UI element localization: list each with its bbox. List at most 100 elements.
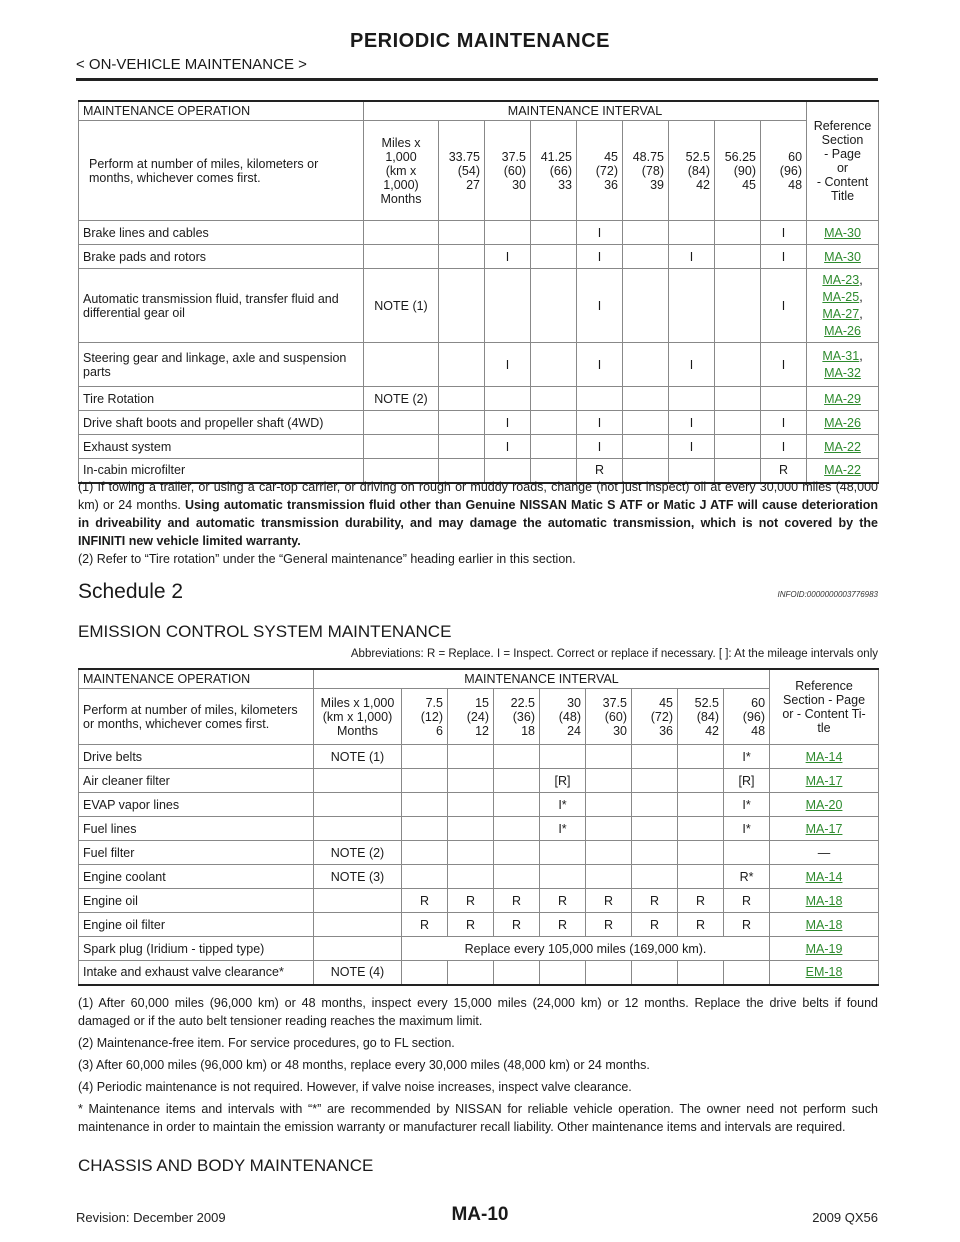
reference-link[interactable]: MA-18	[805, 917, 843, 932]
footer-revision: Revision: December 2009	[76, 1210, 226, 1225]
interval-cell: R	[401, 912, 448, 937]
subsection-heading: EMISSION CONTROL SYSTEM MAINTENANCE	[78, 622, 452, 641]
reference-link[interactable]: MA-30	[824, 249, 861, 264]
section-heading: Schedule 2	[78, 580, 184, 603]
table-row: Fuel lines I* I* MA-17	[78, 816, 880, 841]
interval-cell: R	[576, 458, 623, 484]
interval-cell: I	[759, 220, 808, 245]
table-row: Drive shaft boots and propeller shaft (4…	[78, 410, 880, 435]
emission-table: MAINTENANCE OPERATION MAINTENANCE INTERV…	[78, 668, 880, 986]
interval-cell: R	[493, 912, 540, 937]
table-row: Fuel filter NOTE (2) —	[78, 840, 880, 865]
note-1: (1) If towing a trailer, or using a car-…	[78, 480, 878, 548]
table-row: Spark plug (Iridium - tipped type) Repla…	[78, 936, 880, 961]
interval-cell: [R]	[539, 768, 586, 793]
reference-link[interactable]: MA-14	[805, 749, 843, 764]
table-row: Engine coolant NOTE (3) R* MA-14	[78, 864, 880, 889]
item-label: Engine oil	[78, 888, 314, 913]
item-label: Fuel lines	[78, 816, 314, 841]
reference-link[interactable]: MA-30	[824, 225, 861, 240]
interval-cell: I	[668, 244, 715, 269]
interval-cell: I	[759, 244, 808, 269]
table-row: Engine oil R R R R R R R R MA-18	[78, 888, 880, 913]
note-4: (4) Periodic maintenance is not required…	[78, 1080, 632, 1094]
table-row: Brake lines and cables I I MA-30	[78, 220, 880, 245]
interval-cell: R	[493, 888, 540, 913]
reference-link[interactable]: MA-25	[822, 289, 860, 304]
item-label: Engine coolant	[78, 864, 314, 889]
note-cell: NOTE (1)	[313, 744, 402, 769]
interval-cell: R	[631, 888, 678, 913]
interval-header: 52.5 (84) 42	[668, 120, 715, 221]
reference-link[interactable]: MA-18	[805, 893, 843, 908]
reference-link[interactable]: MA-14	[805, 869, 843, 884]
note-cell: NOTE (4)	[313, 960, 402, 986]
table-row: Engine oil filter R R R R R R R R MA-18	[78, 912, 880, 937]
interval-cell: R	[447, 912, 494, 937]
reference-link[interactable]: MA-19	[805, 941, 843, 956]
reference-link[interactable]: MA-20	[805, 797, 843, 812]
maintenance-operation-header: MAINTENANCE OPERATION	[78, 668, 314, 689]
reference-link[interactable]: MA-27	[822, 306, 860, 321]
interval-header: 37.5 (60) 30	[585, 688, 632, 745]
item-label: Steering gear and linkage, axle and susp…	[78, 342, 364, 387]
note-cell	[363, 220, 439, 245]
interval-header: 7.5 (12) 6	[401, 688, 448, 745]
interval-cell: I*	[722, 744, 771, 769]
note-2: (2) Maintenance-free item. For service p…	[78, 1036, 455, 1050]
interval-cell: R	[539, 912, 586, 937]
interval-cell: I	[576, 268, 623, 343]
reference-link[interactable]: MA-22	[824, 439, 861, 454]
maintenance-interval-header: MAINTENANCE INTERVAL	[312, 668, 771, 689]
interval-header: 15 (24) 12	[447, 688, 494, 745]
perform-text: Perform at number of miles, kilometers o…	[78, 120, 364, 221]
reference-link[interactable]: MA-32	[824, 365, 861, 380]
interval-cell: R	[447, 888, 494, 913]
note-cell: NOTE (2)	[363, 386, 439, 411]
perform-text: Perform at number of miles, kilometers o…	[78, 688, 314, 745]
reference-link[interactable]: MA-31	[822, 348, 860, 363]
interval-cell: I	[576, 244, 623, 269]
interval-cell: I	[576, 220, 623, 245]
note-3: (3) After 60,000 miles (96,000 km) or 48…	[78, 1058, 650, 1072]
page-subtitle: < ON-VEHICLE MAINTENANCE >	[76, 56, 307, 73]
reference-link[interactable]: MA-17	[805, 821, 843, 836]
reference-section-header: Reference Section - Page or - Content Ti…	[769, 668, 880, 745]
reference-link[interactable]: MA-29	[824, 391, 861, 406]
interval-header: 52.5 (84) 42	[677, 688, 724, 745]
interval-cell: I	[668, 410, 715, 435]
item-label: Engine oil filter	[78, 912, 314, 937]
schedule1-table: MAINTENANCE OPERATION MAINTENANCE INTERV…	[78, 100, 880, 484]
item-label: Tire Rotation	[78, 386, 364, 411]
interval-cell: I	[759, 410, 808, 435]
unit-text: Miles x 1,000 (km x 1,000) Months	[313, 688, 402, 745]
item-label: EVAP vapor lines	[78, 792, 314, 817]
item-label: Fuel filter	[78, 840, 314, 865]
interval-cell: I*	[539, 816, 586, 841]
reference-link[interactable]: MA-23	[822, 272, 860, 287]
abbreviations: Abbreviations: R = Replace. I = Inspect.…	[350, 648, 878, 660]
interval-cell: I	[668, 434, 715, 459]
interval-cell: R	[585, 888, 632, 913]
info-id: INFOID:0000000003776983	[777, 590, 878, 599]
interval-cell: R	[677, 888, 724, 913]
reference-link[interactable]: EM-18	[805, 965, 843, 980]
table-row: Air cleaner filter [R] [R] MA-17	[78, 768, 880, 793]
maintenance-interval-header: MAINTENANCE INTERVAL	[362, 100, 808, 121]
item-label: Brake pads and rotors	[78, 244, 364, 269]
interval-cell: I	[484, 410, 531, 435]
reference-link[interactable]: MA-26	[824, 415, 861, 430]
note-asterisk: * Maintenance items and intervals with “…	[78, 1102, 878, 1134]
table-row: EVAP vapor lines I* I* MA-20	[78, 792, 880, 817]
reference-link[interactable]: MA-17	[805, 773, 843, 788]
reference-link[interactable]: MA-22	[824, 463, 861, 478]
footer-page-number: MA-10	[451, 1204, 509, 1225]
interval-cell: I*	[722, 792, 771, 817]
table-row: Brake pads and rotors I I I I MA-30	[78, 244, 880, 269]
table-row: Steering gear and linkage, axle and susp…	[78, 342, 880, 387]
span-text: Replace every 105,000 miles (169,000 km)…	[400, 936, 771, 961]
reference-link[interactable]: MA-26	[824, 323, 861, 338]
maintenance-operation-header: MAINTENANCE OPERATION	[78, 100, 364, 121]
interval-cell: R	[722, 888, 771, 913]
interval-cell: I*	[722, 816, 771, 841]
